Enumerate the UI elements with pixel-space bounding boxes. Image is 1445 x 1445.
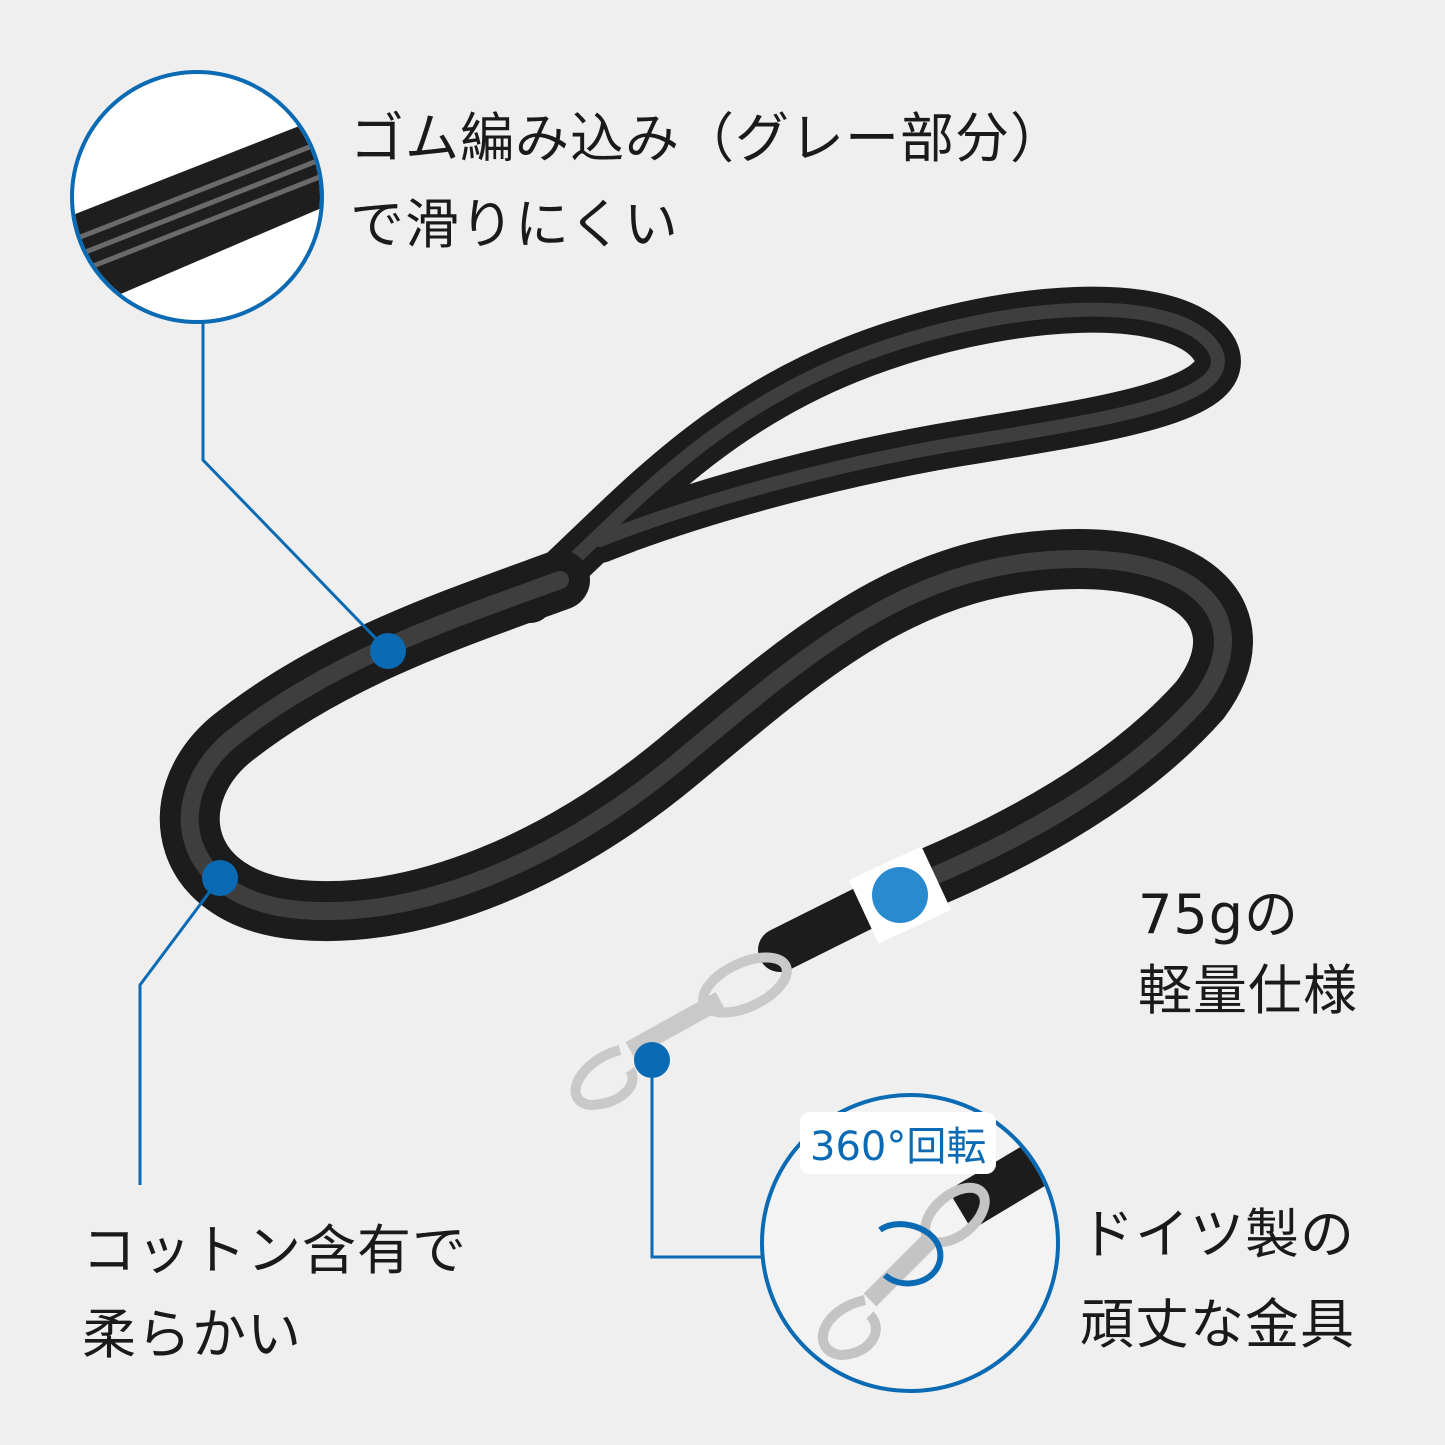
- snap-hook: [570, 952, 792, 1111]
- grip-detail-circle: [70, 70, 324, 324]
- weight-callout-line2: 軽量仕様: [1138, 959, 1358, 1022]
- logo-tag: [848, 846, 952, 944]
- grip-callout-line1: ゴム編み込み（グレー部分）: [350, 107, 1065, 170]
- callout-lines: [138, 322, 762, 1259]
- callout-dot: [202, 860, 238, 896]
- grip-callout-line2: で滑りにくい: [350, 193, 679, 256]
- cotton-callout-line1: コットン含有で: [82, 1219, 467, 1282]
- hardware-callout-line2: 頑丈な金具: [1080, 1293, 1355, 1356]
- rotation-badge: 360°回転: [800, 1112, 997, 1174]
- callout-dot: [370, 633, 406, 669]
- leash: [159, 286, 1253, 972]
- cotton-callout-line2: 柔らかい: [82, 1303, 302, 1366]
- callout-dot: [634, 1042, 670, 1078]
- weight-callout-line1: 75gの: [1138, 883, 1299, 946]
- hardware-callout-line1: ドイツ製の: [1080, 1203, 1355, 1266]
